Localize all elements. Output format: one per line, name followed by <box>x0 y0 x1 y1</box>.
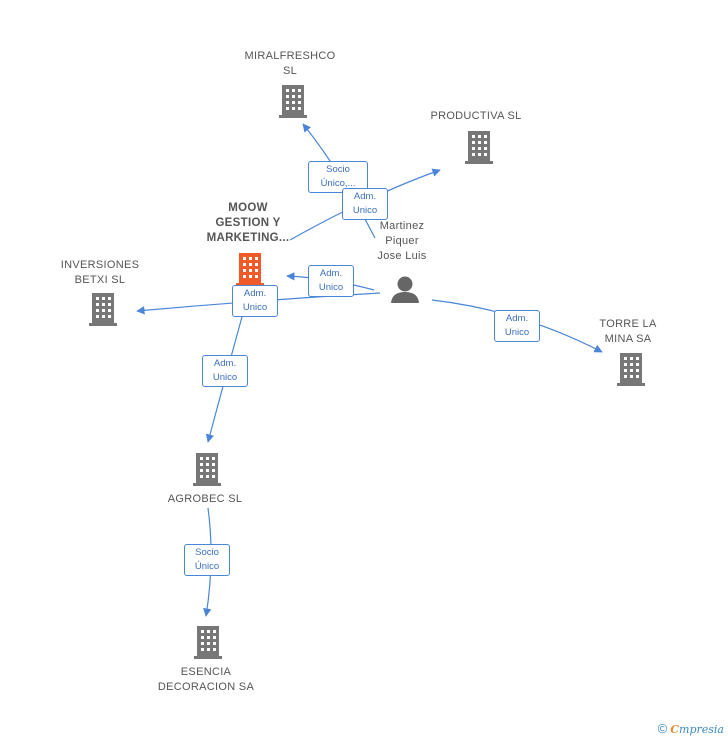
edge-label-socio-unico-cut[interactable]: Socio Único,... <box>308 161 368 193</box>
moow-building-icon[interactable] <box>236 253 264 286</box>
inversiones-building-icon[interactable] <box>89 293 117 326</box>
node-label-miralfreshco[interactable]: MIRALFRESHCO SL <box>244 50 336 77</box>
node-label-productiva[interactable]: PRODUCTIVA SL <box>430 110 522 122</box>
node-label-person[interactable]: Martinez Piquer Jose Luis <box>377 220 427 262</box>
edge-label-adm-unico-agrobec[interactable]: Adm. Unico <box>202 355 248 387</box>
copyright-icon: © <box>657 721 668 736</box>
node-label-agrobec[interactable]: AGROBEC SL <box>167 493 243 505</box>
footer-branding: © Cmpresia <box>658 721 724 736</box>
miralfreshco-building-icon[interactable] <box>279 85 307 118</box>
esencia-building-icon[interactable] <box>194 626 222 659</box>
edge-label-adm-unico-moow[interactable]: Adm. Unico <box>308 265 354 297</box>
node-label-inversiones[interactable]: INVERSIONES BETXI SL <box>60 259 140 286</box>
person-icon[interactable] <box>391 276 419 304</box>
node-label-moow[interactable]: MOOW GESTION Y MARKETING... <box>206 202 290 244</box>
node-label-esencia[interactable]: ESENCIA DECORACION SA <box>157 666 255 693</box>
productiva-building-icon[interactable] <box>465 131 493 164</box>
torre-building-icon[interactable] <box>617 353 645 386</box>
agrobec-building-icon[interactable] <box>193 453 221 486</box>
brand-logo: Cmpresia <box>670 723 724 736</box>
edge-label-adm-unico-torre[interactable]: Adm. Unico <box>494 310 540 342</box>
node-label-torre[interactable]: TORRE LA MINA SA <box>599 318 657 345</box>
edge-label-socio-unico-esencia[interactable]: Socio Único <box>184 544 230 576</box>
edge-label-adm-unico-inversiones[interactable]: Adm. Unico <box>232 285 278 317</box>
edge-label-adm-unico-productiva[interactable]: Adm. Unico <box>342 188 388 220</box>
